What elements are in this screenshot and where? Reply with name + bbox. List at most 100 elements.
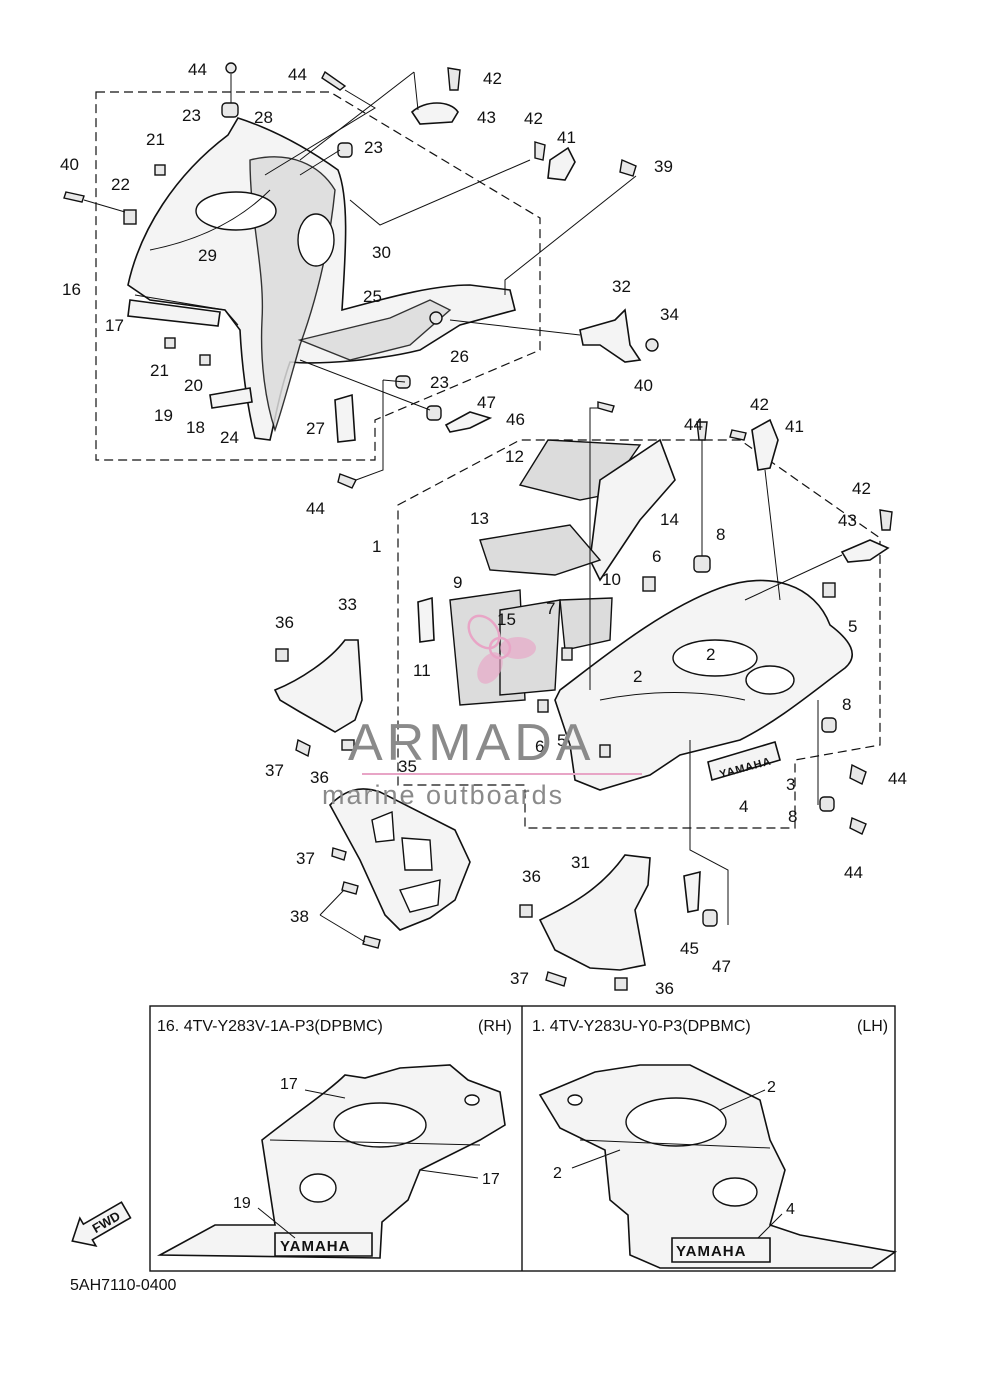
callout-44: 44 <box>684 415 703 434</box>
callout-8: 8 <box>716 525 725 544</box>
cowling-rh-lower-edge <box>134 294 239 326</box>
variant-rh-decal-text: YAMAHA <box>280 1238 350 1255</box>
cowling-lh-body <box>554 579 853 791</box>
leader-lower-6 <box>689 740 729 925</box>
callout-42: 42 <box>750 395 769 414</box>
callout-7: 7 <box>546 599 555 618</box>
clip-5a <box>822 582 836 598</box>
watermark-tagline: marine outboards <box>322 780 564 810</box>
callout-44: 44 <box>306 499 325 518</box>
clip-36c <box>519 904 533 918</box>
grommet-47a <box>426 405 442 421</box>
variant-rh-cowling <box>156 1064 506 1259</box>
callout-36: 36 <box>522 867 541 886</box>
grommet-8a <box>693 555 711 573</box>
fwd-arrow: FWD <box>71 1201 132 1247</box>
lower-assembly-boundary <box>397 439 881 829</box>
screw-44c <box>337 473 357 489</box>
clip-20 <box>199 354 211 366</box>
leader-upper-9 <box>355 379 406 481</box>
clip-36d <box>614 977 628 991</box>
propeller-blade-2 <box>500 637 536 659</box>
variant-rh-leader-2 <box>419 1169 479 1179</box>
callout-5: 5 <box>848 617 857 636</box>
variant-rh-leader-3 <box>257 1207 296 1239</box>
screw-42c <box>729 429 747 441</box>
upper-leaders <box>83 71 637 481</box>
callout-31: 31 <box>571 853 590 872</box>
cowling-lh-stripe <box>599 692 746 701</box>
callout-19: 19 <box>154 406 173 425</box>
leader-lower-3 <box>764 469 781 601</box>
grommet-26 <box>429 311 443 325</box>
cover-35 <box>329 788 471 931</box>
grommet-8b <box>821 717 837 733</box>
callout-13: 13 <box>470 509 489 528</box>
variant-rh-side-opening <box>299 1173 337 1203</box>
variant-rh-intake <box>333 1102 427 1148</box>
callout-21: 21 <box>150 361 169 380</box>
callout-47: 47 <box>477 393 496 412</box>
callout-36: 36 <box>655 979 674 998</box>
callout-15: 15 <box>497 610 516 629</box>
callout-18: 18 <box>186 418 205 437</box>
variant-rh: 16. 4TV-Y283V-1A-P3(DPBMC) (RH) YAMAHA 1… <box>156 1018 512 1259</box>
callout-14: 14 <box>660 510 679 529</box>
variant-rh-callout-17: 17 <box>482 1171 500 1188</box>
callout-32: 32 <box>612 277 631 296</box>
screw-44b <box>321 70 347 91</box>
variant-panels: 16. 4TV-Y283V-1A-P3(DPBMC) (RH) YAMAHA 1… <box>149 1005 898 1272</box>
clip-6a <box>642 576 656 592</box>
variant-lh-title: 1. 4TV-Y283U-Y0-P3(DPBMC) <box>532 1018 751 1035</box>
panel-10 <box>559 597 613 651</box>
callout-42: 42 <box>852 479 871 498</box>
cowling-rh-side-opening <box>297 213 335 267</box>
callout-40: 40 <box>634 376 653 395</box>
callout-28: 28 <box>254 108 273 127</box>
variant-lh-side: (LH) <box>857 1018 888 1035</box>
screw-42b <box>534 141 546 161</box>
callout-26: 26 <box>450 347 469 366</box>
variant-lh-leader-1 <box>719 1089 766 1111</box>
callout-46: 46 <box>506 410 525 429</box>
callout-40: 40 <box>60 155 79 174</box>
callout-8: 8 <box>788 807 797 826</box>
variant-rh-vent <box>464 1094 480 1106</box>
callout-27: 27 <box>306 419 325 438</box>
callout-38: 38 <box>290 907 309 926</box>
variant-rh-leader-1 <box>304 1089 346 1099</box>
callout-6: 6 <box>652 547 661 566</box>
callout-45: 45 <box>680 939 699 958</box>
stay-32 <box>579 308 642 363</box>
propeller-logo <box>467 614 536 684</box>
cowling-rh-intake-opening <box>195 191 277 231</box>
variant-lh-callout-2: 2 <box>767 1079 776 1096</box>
variant-rh-decal <box>274 1232 373 1257</box>
variant-rh-callout-17: 17 <box>280 1076 298 1093</box>
callout-43: 43 <box>838 511 857 530</box>
callout-37: 37 <box>296 849 315 868</box>
bracket-45 <box>683 870 701 913</box>
leader-lower-4 <box>744 554 843 601</box>
callout-25: 25 <box>363 287 382 306</box>
screw-38a <box>341 881 359 895</box>
screw-44e <box>849 763 867 785</box>
leader-upper-7 <box>449 319 581 336</box>
grommet-8c <box>819 796 835 812</box>
clip-36b <box>341 739 355 751</box>
screw-38b <box>362 935 381 949</box>
callout-11: 11 <box>413 661 431 680</box>
leader-upper-4 <box>299 71 415 176</box>
leader-upper-6 <box>504 175 637 295</box>
callout-4: 4 <box>739 797 748 816</box>
clip-22 <box>123 209 137 225</box>
propeller-blade-3 <box>477 652 503 684</box>
callout-5: 5 <box>557 731 566 750</box>
callout-23: 23 <box>430 373 449 392</box>
callout-9: 9 <box>453 573 462 592</box>
grommet-23a <box>221 102 239 118</box>
callout-41: 41 <box>785 417 804 436</box>
callout-39: 39 <box>654 157 673 176</box>
variant-rh-side: (RH) <box>478 1018 512 1035</box>
bracket-41a <box>547 146 576 181</box>
